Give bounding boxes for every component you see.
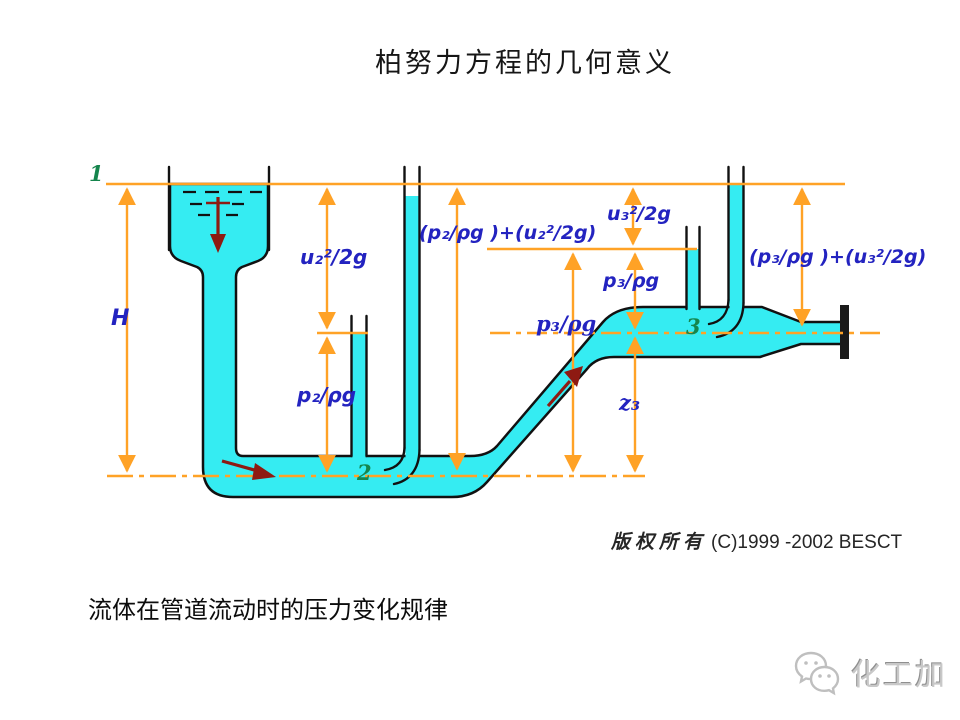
label-total-head-3: (p₃/ρg )+(u₃²/2g) (749, 246, 927, 268)
outlet-flange (840, 305, 849, 359)
water-surface-dashes (183, 190, 262, 217)
point-2-label: 2 (357, 460, 372, 485)
tube-walls (167, 165, 745, 486)
copyright-notice: 版权所有(C)1999 -2002 BESCT (611, 527, 902, 554)
point-3-label: 3 (686, 314, 701, 339)
piezometer-2-water (352, 334, 366, 460)
piezometer-3-water (687, 249, 699, 311)
dimension-arrows (118, 187, 811, 473)
pitot-2-water (405, 196, 419, 462)
label-pressure-head-3: p₃/ρg (603, 270, 660, 292)
label-velocity-head-2: u₂²/2g (300, 245, 368, 269)
label-velocity-head-3: u₃²/2g (607, 203, 671, 225)
watermark-brand: 化工加 (851, 659, 947, 692)
label-pressure-head-3-serif: p₃/ρg (536, 311, 597, 336)
slide-caption: 流体在管道流动时的压力变化规律 (88, 597, 448, 624)
label-pressure-head-2: p₂/ρg (297, 383, 357, 407)
label-elevation-head-3: z₃ (619, 390, 641, 415)
flow-arrows (206, 197, 583, 480)
label-H: H (111, 306, 130, 331)
copyright-chinese: 版权所有 (611, 532, 708, 553)
pitot-3-water (729, 185, 743, 313)
slide-title: 柏努力方程的几何意义 (375, 48, 675, 78)
wechat-bubbles-icon (794, 651, 840, 696)
point-1-label: 1 (89, 161, 104, 186)
copyright-english: (C)1999 -2002 BESCT (711, 532, 903, 553)
label-total-head-2: (p₂/ρg )+(u₂²/2g) (419, 222, 597, 244)
